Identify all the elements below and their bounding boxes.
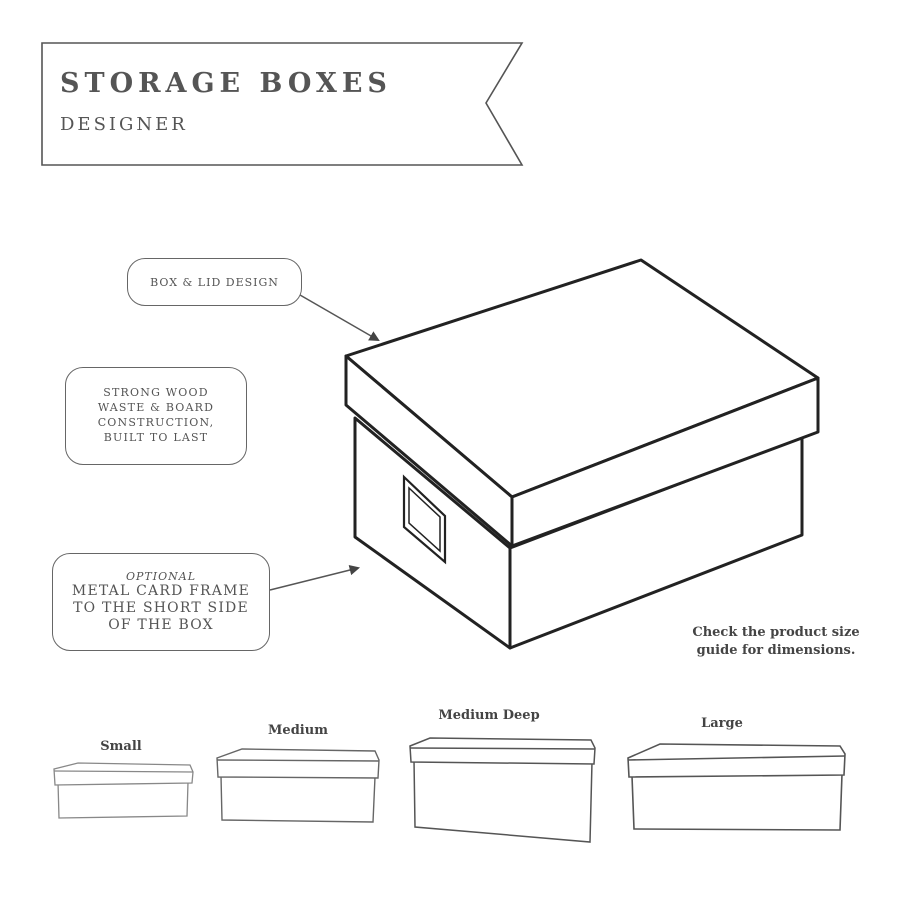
main-box-lid-long-side bbox=[510, 376, 820, 548]
construction-line: STRONG WOOD bbox=[103, 386, 209, 400]
card-frame-line: OF THE BOX bbox=[108, 616, 214, 633]
lid-design-callout: BOX & LID DESIGN bbox=[127, 258, 302, 306]
construction-line: CONSTRUCTION, bbox=[97, 416, 215, 429]
lid-design-label: BOX & LID DESIGN bbox=[150, 275, 279, 289]
card-frame bbox=[402, 474, 447, 565]
lid-arrow bbox=[299, 294, 380, 342]
optional-label: OPTIONAL bbox=[126, 570, 196, 584]
size-guide-note: Check the product size guide for dimensi… bbox=[688, 624, 864, 659]
construction-line: WASTE & BOARD bbox=[97, 401, 215, 415]
small-box bbox=[53, 762, 194, 819]
card-frame-line: TO THE SHORT SIDE bbox=[73, 600, 249, 617]
construction-line: BUILT TO LAST bbox=[103, 430, 209, 444]
size-label-medium-deep: Medium Deep bbox=[438, 708, 540, 723]
medium-box bbox=[216, 748, 380, 823]
banner-title: STORAGE BOXES bbox=[60, 68, 392, 99]
card-frame-line: METAL CARD FRAME bbox=[71, 583, 251, 600]
card-frame-callout: OPTIONAL METAL CARD FRAME TO THE SHORT S… bbox=[52, 553, 270, 651]
size-guide-line: guide for dimensions. bbox=[696, 642, 856, 658]
frame-arrow bbox=[269, 564, 361, 591]
large-box bbox=[627, 743, 846, 831]
size-label-medium: Medium bbox=[268, 723, 328, 738]
construction-callout: STRONG WOOD WASTE & BOARD CONSTRUCTION, … bbox=[65, 367, 247, 465]
main-box bbox=[344, 258, 820, 650]
size-label-large: Large bbox=[701, 716, 743, 731]
size-label-small: Small bbox=[100, 739, 142, 754]
banner-subtitle: DESIGNER bbox=[60, 114, 188, 135]
title-banner bbox=[41, 42, 524, 166]
size-guide-line: Check the product size bbox=[692, 625, 860, 640]
medium-deep-box bbox=[409, 737, 596, 843]
